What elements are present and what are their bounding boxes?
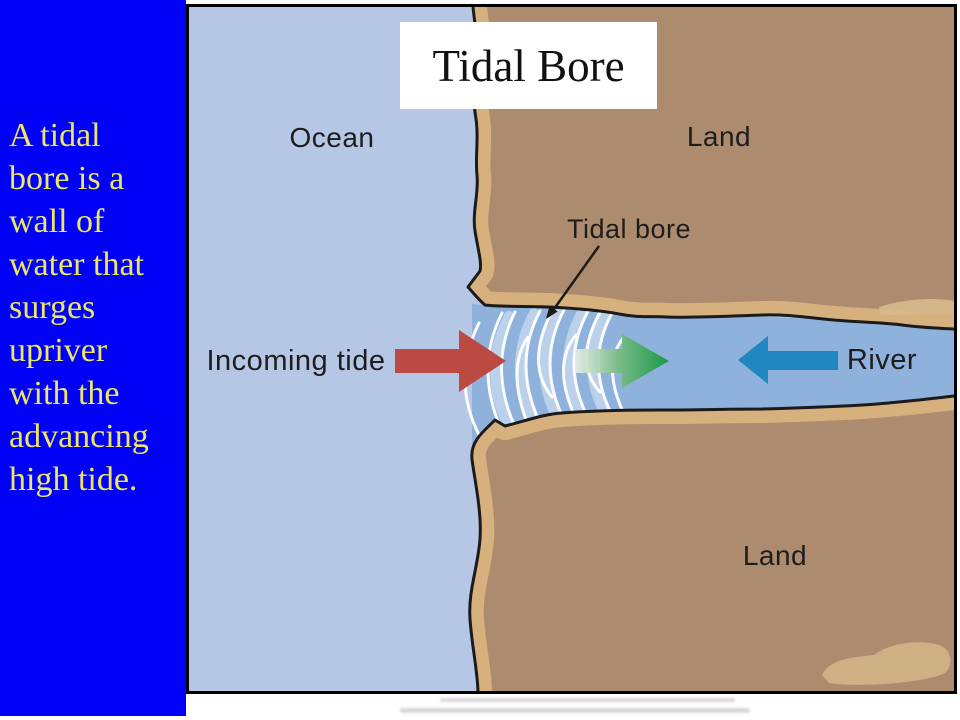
caption-line: upriver [9,332,108,369]
caption-line: water that [9,246,144,283]
sand-streak-top-right [879,299,954,315]
fine-print-smudge [440,698,735,702]
figure-title-box: Tidal Bore [400,22,657,109]
slide-background [0,0,186,716]
shoreline-top-outline [466,7,954,331]
river-label: River [846,344,918,376]
caption-line: high tide. [9,461,138,498]
ocean-label: Ocean [289,122,375,153]
caption-line: A tidal [9,117,101,154]
fine-print-smudge [400,708,750,713]
figure-title: Tidal Bore [432,40,625,91]
caption-line: wall of [9,203,105,240]
tidal-bore-label: Tidal bore [566,214,692,244]
caption-text: A tidal bore is a wall of water that surges u… [9,114,185,501]
incoming-tide-label: Incoming tide [206,345,386,377]
caption-line: advancing [9,418,149,455]
tidal-bore-figure: Ocean Land Tidal bore Incoming tide Rive… [186,4,957,694]
caption-line: surges [9,289,96,326]
land-top-label: Land [686,121,752,152]
caption-line: bore is a [9,160,125,197]
caption-line: with the [9,375,120,412]
shoreline-bottom-outline [468,394,954,691]
land-bottom [469,396,954,691]
incoming-tide-arrow [395,330,506,392]
land-bottom-label: Land [742,540,808,571]
bore-advance-arrow [575,334,669,388]
sand-patch-bottom-right [822,642,951,685]
tidal-bore-pointer-arrow [546,245,601,319]
river-flow-arrow [738,336,838,384]
